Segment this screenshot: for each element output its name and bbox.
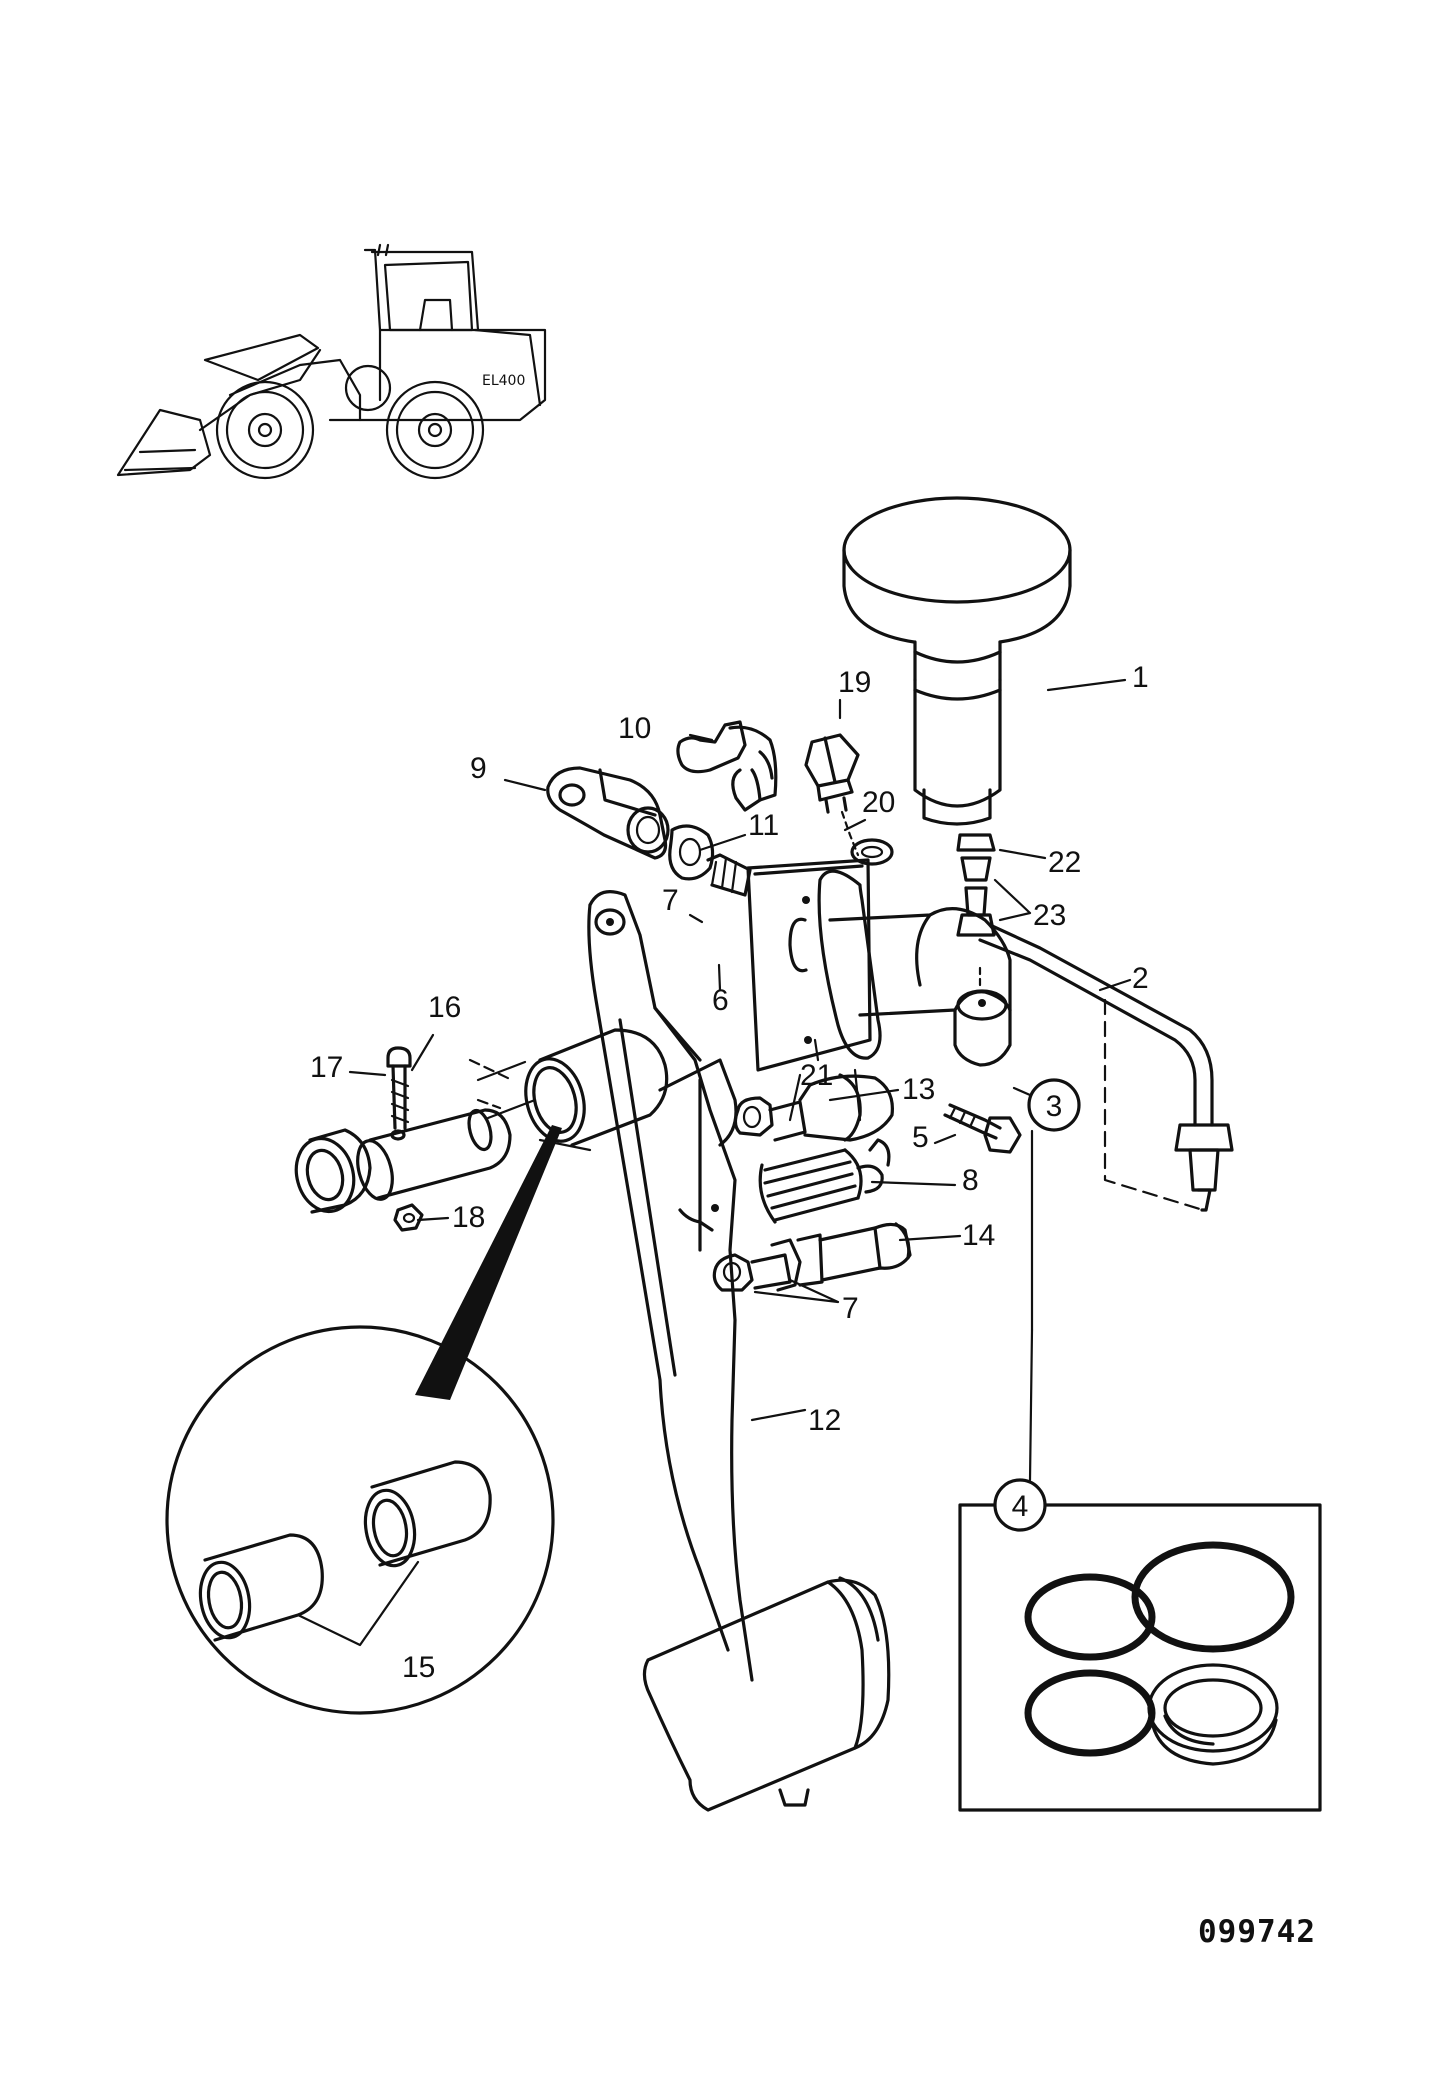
callout-4-group: 4 [993,1328,1047,1532]
label-2: 2 [1132,962,1149,995]
label-8: 8 [962,1164,979,1197]
label-11: 11 [748,809,779,842]
brake-fluid-reservoir [842,496,1072,826]
label-6: 6 [712,984,729,1017]
label-7-lower: 7 [842,1292,859,1325]
label-17: 17 [310,1051,343,1084]
part-labels: 1 2 5 6 7 7 8 9 10 11 12 13 14 15 16 17 … [310,661,1149,1684]
brake-pipe [978,923,1234,1212]
pivot-shaft-assembly [294,1046,514,1232]
seal-kit-box [958,1503,1322,1812]
label-22: 22 [1048,846,1081,879]
machine-badge-text: EL400 [482,373,525,389]
label-9: 9 [470,752,487,785]
label-5: 5 [912,1121,929,1154]
label-21: 21 [800,1059,833,1092]
callout-circle-3 [1027,1078,1081,1132]
label-15: 15 [402,1651,435,1684]
label-4: 4 [1012,1490,1029,1523]
drawing-number: 099742 [1198,1914,1316,1950]
bushing-detail-circle [165,1125,562,1715]
label-13: 13 [902,1073,935,1106]
label-16: 16 [428,991,461,1024]
leader-lines [348,678,1132,1422]
brake-pedal [587,890,891,1812]
callout-circle-4 [993,1478,1047,1532]
label-18: 18 [452,1201,485,1234]
label-19: 19 [838,666,871,699]
label-1: 1 [1132,661,1149,694]
bolt-5 [943,1103,1022,1154]
callout-3-group: 3 [1012,1078,1081,1332]
label-3: 3 [1046,1090,1063,1123]
adapter-fitting [804,733,894,866]
label-10: 10 [618,712,651,745]
master-cylinder [746,858,1012,1122]
union-fittings [956,833,996,937]
label-20: 20 [862,786,895,819]
clevis-pushrod [546,720,778,897]
label-12: 12 [808,1404,841,1437]
label-23: 23 [1033,899,1066,932]
wheel-loader-illustration: EL400 [116,243,547,480]
label-7-upper: 7 [662,884,679,917]
label-14: 14 [962,1219,995,1252]
